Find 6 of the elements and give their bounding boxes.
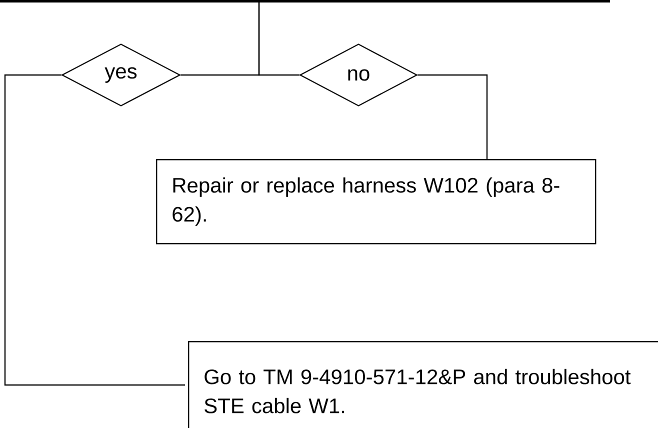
- connector-line: [4, 74, 185, 386]
- bar: [0, 0, 610, 2]
- connector-line: [258, 2, 300, 76]
- process-box: Go to TM 9-4910-571-12&P and troubleshoot STE cable W1.: [188, 341, 658, 428]
- process-box: Repair or replace harness W102 (para 8-62).: [156, 159, 596, 244]
- connector-line: [418, 74, 488, 159]
